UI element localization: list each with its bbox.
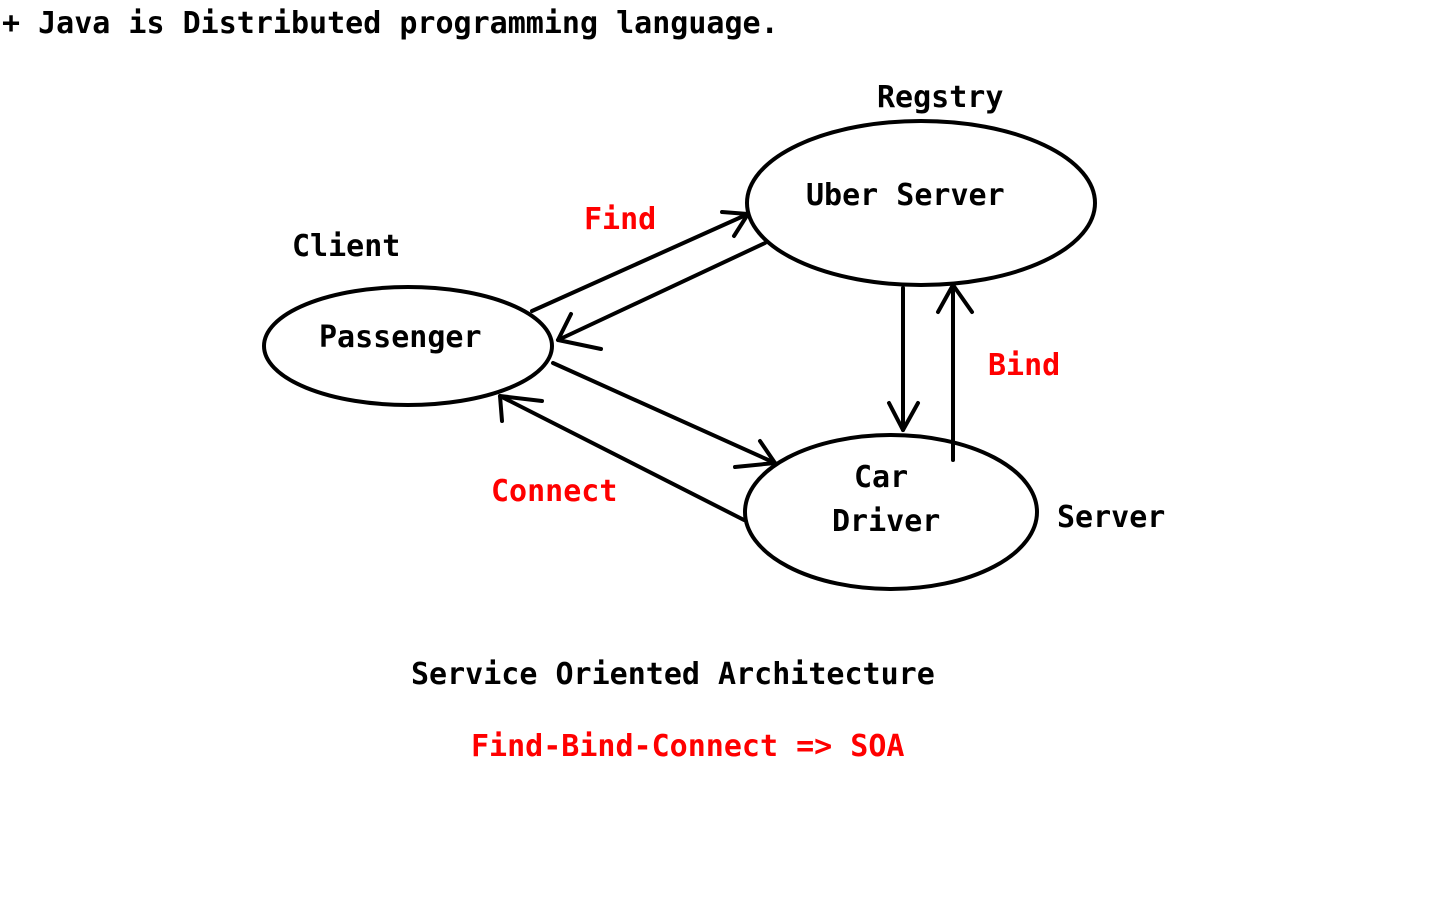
server-role-label: Server <box>1057 500 1165 535</box>
registry-role-label: Regstry <box>877 80 1003 115</box>
car-driver-label-line1: Car <box>854 460 908 495</box>
connect-arrow <box>498 394 746 522</box>
bind-label: Bind <box>988 348 1060 383</box>
soa-formula: Find-Bind-Connect => SOA <box>471 729 904 764</box>
registry-to-driver-arrow <box>887 286 920 432</box>
car-driver-label-line2: Driver <box>832 504 940 539</box>
uber-server-node <box>745 119 1097 287</box>
client-role-label: Client <box>292 229 400 264</box>
passenger-to-driver-arrow <box>551 361 777 469</box>
page-heading: + Java is Distributed programming langua… <box>2 6 779 41</box>
connect-label: Connect <box>491 474 617 509</box>
diagram-caption: Service Oriented Architecture <box>411 657 935 692</box>
find-request-arrow <box>530 210 750 313</box>
uber-server-label: Uber Server <box>806 178 1005 213</box>
passenger-node <box>262 285 554 407</box>
find-response-arrow <box>556 241 767 351</box>
bind-arrow <box>936 283 974 462</box>
passenger-label: Passenger <box>319 320 482 355</box>
car-driver-node <box>743 433 1039 591</box>
find-label: Find <box>584 202 656 237</box>
